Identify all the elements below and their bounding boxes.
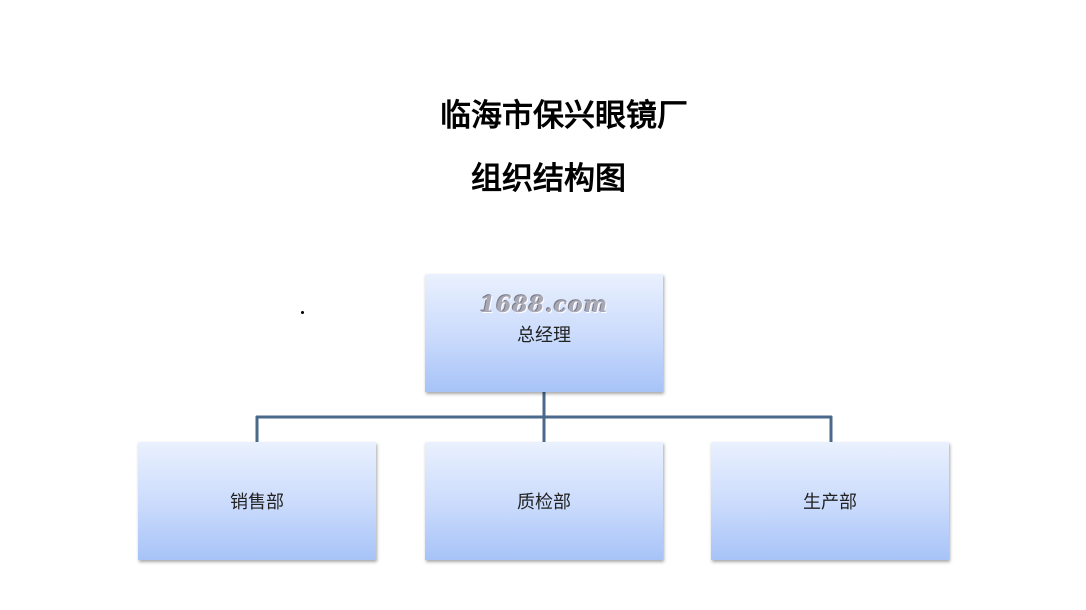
node-sales-dept[interactable]: 销售部 — [138, 442, 376, 560]
node-label: 总经理 — [517, 325, 571, 346]
node-label: 质检部 — [517, 492, 571, 513]
company-title: 临海市保兴眼镜厂 — [440, 98, 688, 134]
node-qc-dept[interactable]: 质检部 — [425, 442, 663, 560]
node-label: 生产部 — [803, 492, 857, 513]
stray-dot — [301, 311, 304, 314]
node-label: 销售部 — [230, 492, 284, 513]
chart-title: 组织结构图 — [471, 161, 626, 197]
node-general-manager[interactable]: 1688.com 总经理 — [425, 274, 663, 392]
watermark-logo: 1688.com — [479, 292, 609, 318]
node-production-dept[interactable]: 生产部 — [711, 442, 949, 560]
